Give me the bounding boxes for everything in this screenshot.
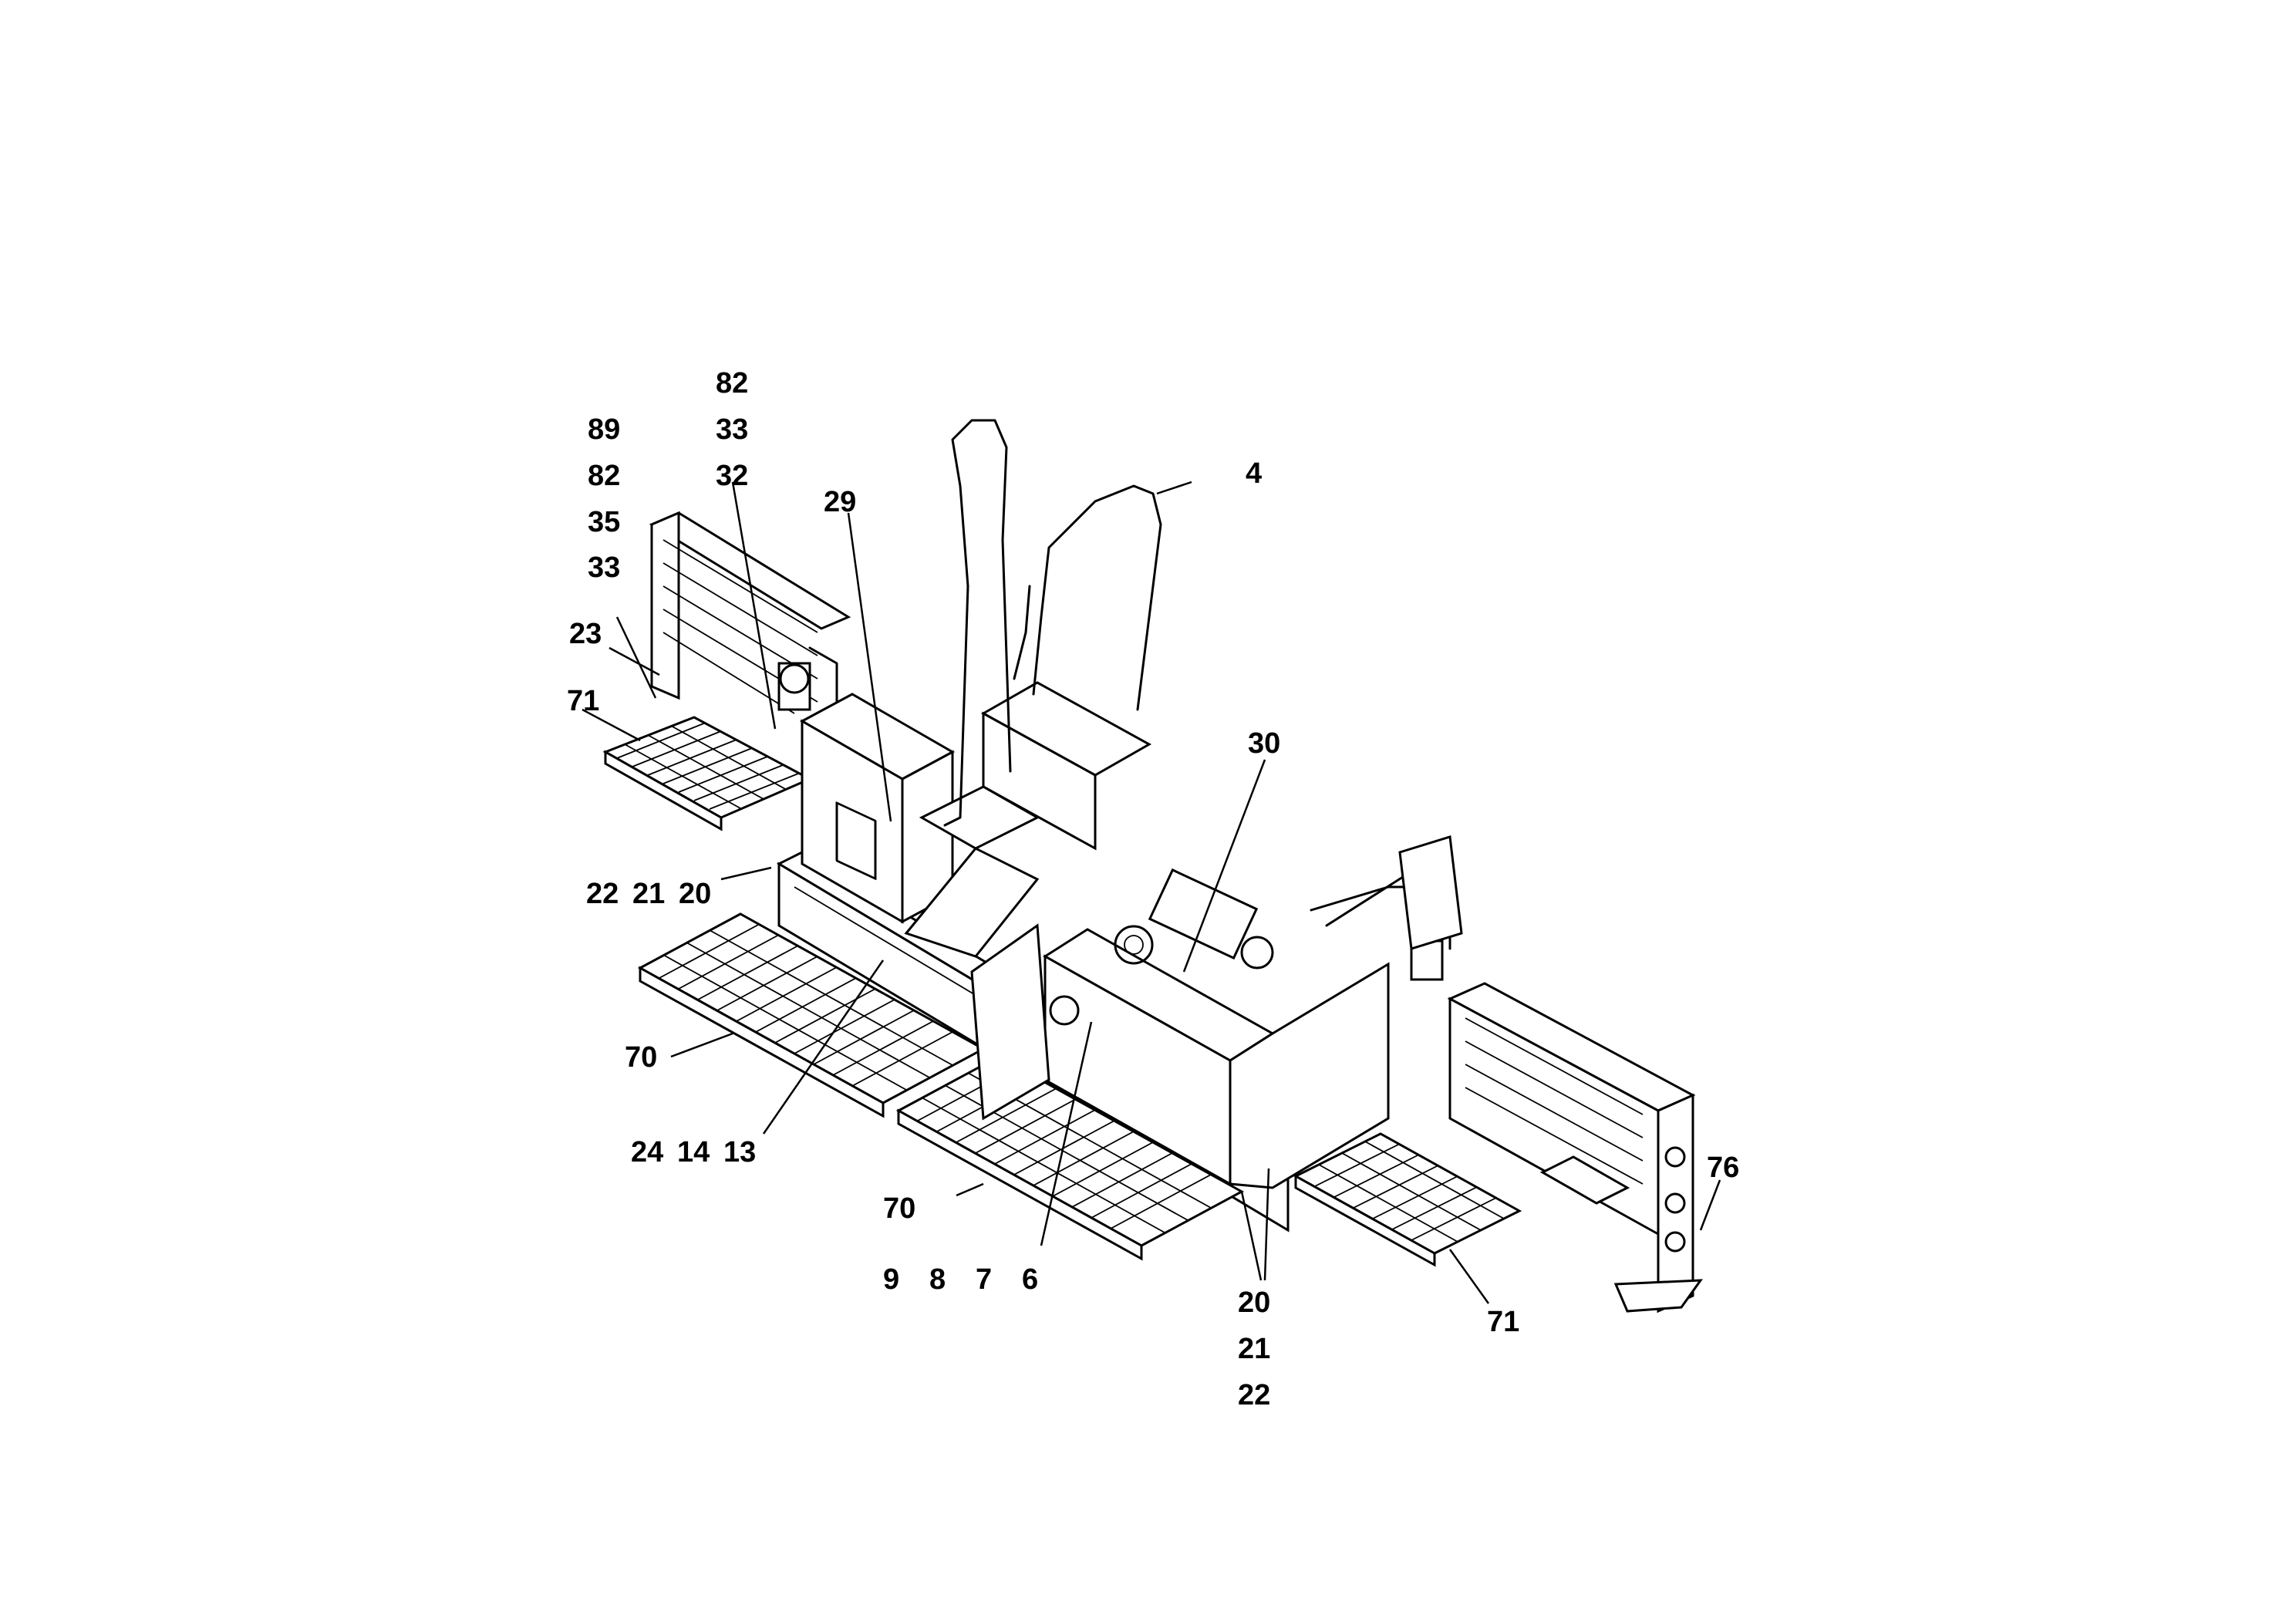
left-walkway-grate (602, 716, 813, 831)
callout-24: 24 (631, 1136, 664, 1168)
callout-33-top: 33 (716, 413, 749, 446)
callout-22-right: 22 (1238, 1379, 1271, 1411)
callout-6: 6 (1022, 1263, 1039, 1296)
left-control-panel (799, 693, 956, 924)
callout-76: 76 (1707, 1152, 1740, 1184)
callout-82-top: 82 (716, 367, 749, 400)
callout-9: 9 (883, 1263, 900, 1296)
left-side-frame (649, 511, 851, 912)
callout-71-left: 71 (567, 685, 600, 717)
callout-35: 35 (588, 506, 621, 538)
right-housing (1229, 835, 1463, 1189)
callout-70-center: 70 (883, 1192, 916, 1225)
callout-21-right: 21 (1238, 1333, 1271, 1365)
leader-lines (582, 481, 1721, 1304)
operator-platform (904, 419, 1162, 958)
right-walkway-grate (1293, 1132, 1522, 1267)
callout-82-left: 82 (588, 460, 621, 492)
callout-33-left: 33 (588, 551, 621, 584)
callout-89: 89 (588, 413, 621, 446)
callout-29: 29 (824, 486, 857, 518)
callout-4: 4 (1246, 457, 1263, 490)
callout-21-left: 21 (632, 878, 666, 910)
callout-14: 14 (677, 1136, 710, 1168)
callout-71-right: 71 (1487, 1306, 1520, 1338)
callout-32: 32 (716, 460, 749, 492)
center-left-walkway-grate (637, 912, 986, 1118)
right-side-frame (1447, 982, 1704, 1313)
callout-7: 7 (976, 1263, 993, 1296)
callout-70-left: 70 (625, 1041, 658, 1074)
callout-8: 8 (929, 1263, 946, 1296)
callout-20-left: 20 (679, 878, 712, 910)
callout-23: 23 (569, 618, 602, 650)
callout-22-left: 22 (586, 878, 619, 910)
center-drive-housing (970, 868, 1275, 1186)
callout-20-right: 20 (1238, 1286, 1271, 1319)
callout-30: 30 (1248, 727, 1281, 760)
callout-13: 13 (723, 1136, 757, 1168)
